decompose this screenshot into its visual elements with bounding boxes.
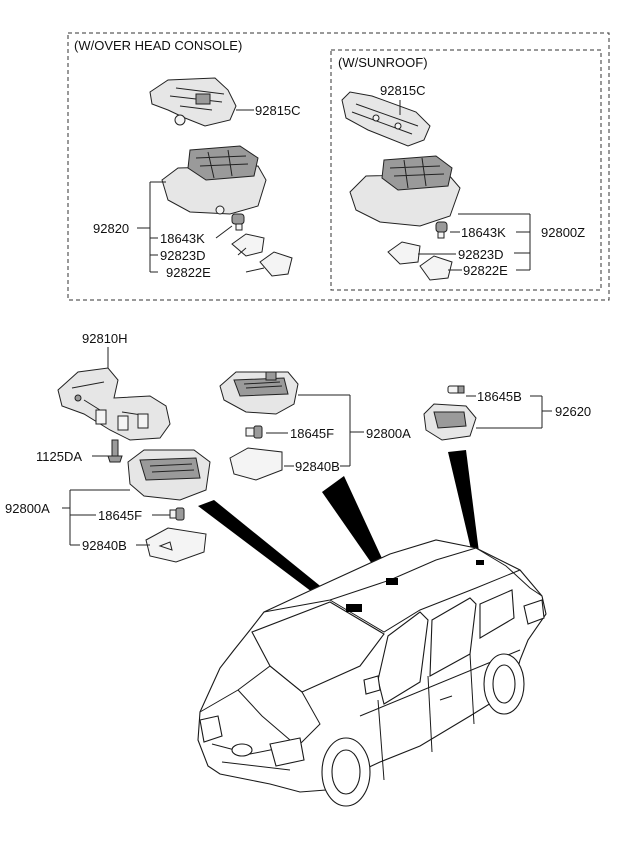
front-lamp-group: 92810H 1125DA bbox=[5, 331, 211, 563]
sunroof-bracket-part bbox=[341, 91, 431, 147]
oc-lens2-part bbox=[259, 251, 293, 277]
middle-pointer bbox=[322, 476, 392, 584]
label-f-92800A: 92800A bbox=[5, 501, 50, 516]
sr-lens-part bbox=[387, 241, 421, 265]
label-oc-18643K: 18643K bbox=[160, 231, 205, 246]
car-illustration bbox=[197, 539, 547, 807]
label-m-18645F: 18645F bbox=[290, 426, 334, 441]
sr-lens2-part bbox=[419, 255, 453, 281]
middle-lamp-group: 18645F 92800A 92840B bbox=[219, 371, 411, 481]
label-oc-92822E: 92822E bbox=[166, 265, 211, 280]
front-bracket-part bbox=[57, 367, 171, 441]
sunroof-lamp-part bbox=[349, 155, 461, 227]
label-f-92840B: 92840B bbox=[82, 538, 127, 553]
console-bracket-part bbox=[149, 77, 237, 127]
label-m-92840B: 92840B bbox=[295, 459, 340, 474]
console-lamp-part bbox=[161, 145, 267, 215]
oc-bulb-part bbox=[231, 213, 245, 231]
label-sr-92822E: 92822E bbox=[463, 263, 508, 278]
overhead-console-frame bbox=[67, 32, 610, 301]
label-oc-92820: 92820 bbox=[93, 221, 129, 236]
label-f-92810H: 92810H bbox=[82, 331, 128, 346]
front-bulb-part bbox=[169, 507, 185, 521]
label-oc-92815C: 92815C bbox=[255, 103, 301, 118]
label-sr-92815C: 92815C bbox=[380, 83, 426, 98]
label-m-92800A: 92800A bbox=[366, 426, 411, 441]
front-lamp-part bbox=[127, 449, 211, 501]
middle-lens-part bbox=[229, 447, 283, 481]
oc-lens-part bbox=[231, 233, 265, 257]
rear-bulb-part bbox=[447, 385, 465, 394]
overhead-console-title: (W/OVER HEAD CONSOLE) bbox=[74, 38, 242, 53]
sr-bulb-part bbox=[435, 221, 448, 239]
label-sr-92823D: 92823D bbox=[458, 247, 504, 262]
sunroof-frame bbox=[330, 49, 602, 291]
rear-lamp-part bbox=[423, 403, 477, 441]
label-r-18645B: 18645B bbox=[477, 389, 522, 404]
label-sr-18643K: 18643K bbox=[461, 225, 506, 240]
middle-lamp-part bbox=[219, 371, 299, 415]
rear-lamp-group: 18645B 92620 bbox=[423, 385, 591, 441]
label-sr-92800Z: 92800Z bbox=[541, 225, 585, 240]
overhead-console-box: (W/OVER HEAD CONSOLE) 92815C bbox=[67, 32, 610, 301]
label-oc-92823D: 92823D bbox=[160, 248, 206, 263]
rear-pointer bbox=[448, 450, 480, 562]
label-r-92620: 92620 bbox=[555, 404, 591, 419]
front-screw-part bbox=[107, 439, 123, 463]
label-f-18645F: 18645F bbox=[98, 508, 142, 523]
front-pointer bbox=[198, 500, 340, 610]
middle-bulb-part bbox=[245, 425, 263, 439]
label-f-1125DA: 1125DA bbox=[36, 449, 82, 464]
sunroof-title: (W/SUNROOF) bbox=[338, 55, 428, 70]
front-lens-part bbox=[145, 527, 207, 563]
sunroof-box: (W/SUNROOF) 92815C bbox=[330, 49, 602, 291]
